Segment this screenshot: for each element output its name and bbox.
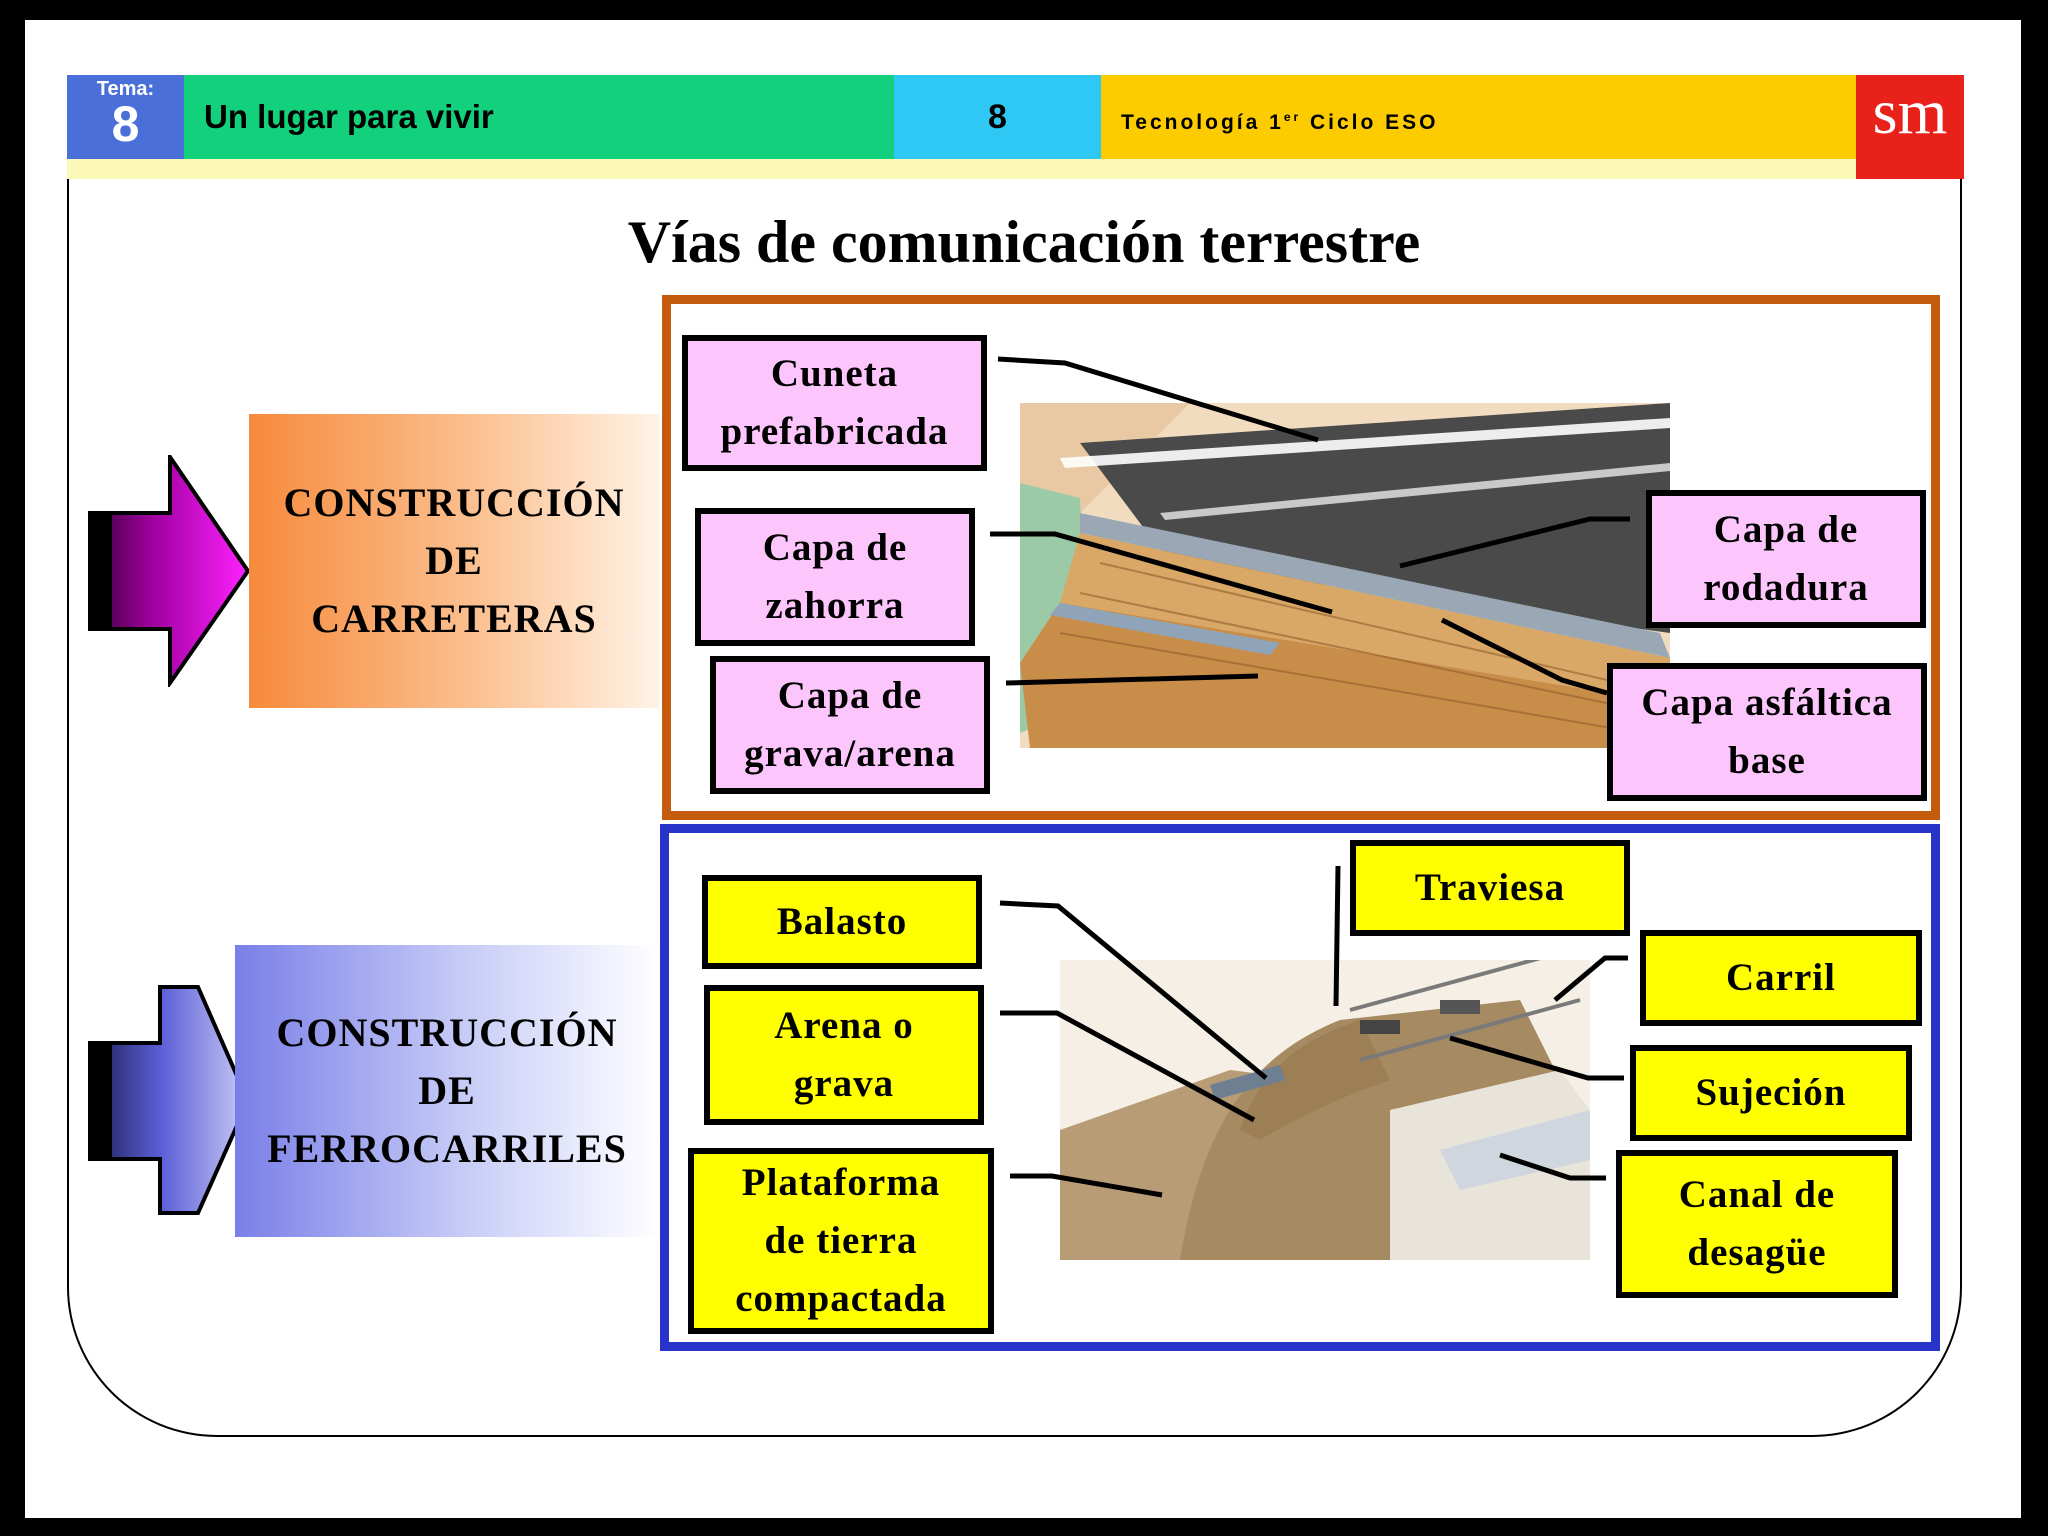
railways-arrow-icon — [88, 985, 251, 1215]
label-line: Capa de — [762, 526, 908, 569]
label-line: base — [1728, 739, 1806, 782]
label-line: Sujeción — [1695, 1071, 1847, 1114]
label-plataforma-tierra: Plataforma de tierra compactada — [688, 1148, 994, 1334]
label-line: Capa de — [1713, 508, 1859, 551]
page-number: 8 — [894, 75, 1101, 159]
label-arena-grava: Arena o grava — [704, 985, 984, 1125]
label-line: desagüe — [1687, 1231, 1827, 1274]
label-line: prefabricada — [720, 410, 949, 453]
label-capa-asfaltica-base: Capa asfáltica base — [1607, 663, 1927, 801]
course-suffix: Ciclo ESO — [1301, 111, 1439, 134]
course-name: Tecnología 1 — [1121, 111, 1284, 134]
railway-cross-section-illustration — [1060, 960, 1590, 1260]
label-line: grava — [793, 1062, 895, 1105]
roads-category-line: CONSTRUCCIÓN — [283, 480, 625, 525]
label-line: Cuneta — [770, 352, 899, 395]
label-capa-rodadura: Capa de rodadura — [1646, 490, 1926, 628]
publisher-logo: sm — [1856, 75, 1964, 179]
label-balasto: Balasto — [702, 875, 982, 969]
label-line: Plataforma — [741, 1161, 941, 1204]
header-strip — [67, 159, 1856, 179]
label-capa-zahorra: Capa de zahorra — [695, 508, 975, 646]
label-line: zahorra — [765, 584, 905, 627]
label-line: de tierra — [764, 1219, 918, 1262]
label-cuneta-prefabricada: Cuneta prefabricada — [682, 335, 987, 471]
label-line: rodadura — [1703, 566, 1869, 609]
label-traviesa: Traviesa — [1350, 840, 1630, 936]
label-canal-desague: Canal de desagüe — [1616, 1150, 1898, 1298]
course-title: Tecnología 1er Ciclo ESO — [1101, 75, 1856, 159]
roads-category-line: CARRETERAS — [311, 596, 597, 641]
railways-category-line: CONSTRUCCIÓN — [276, 1010, 618, 1055]
roads-arrow-icon — [88, 455, 251, 687]
label-capa-grava-arena: Capa de grava/arena — [710, 656, 990, 794]
label-line: Balasto — [776, 900, 908, 943]
label-sujecion: Sujeción — [1630, 1045, 1912, 1141]
page-title: Vías de comunicación terrestre — [627, 209, 1421, 275]
course-superscript: er — [1283, 110, 1302, 124]
label-line: Traviesa — [1414, 866, 1566, 909]
slide-frame — [67, 179, 1962, 1437]
railways-category: CONSTRUCCIÓN DE FERROCARRILES — [235, 945, 659, 1237]
topic-badge: Tema: 8 — [67, 75, 184, 159]
roads-category-line: DE — [425, 538, 483, 583]
label-line: grava/arena — [744, 732, 956, 775]
label-line: compactada — [735, 1277, 947, 1320]
topic-label: Tema: — [96, 78, 155, 100]
roads-category: CONSTRUCCIÓN DE CARRETERAS — [249, 414, 659, 708]
unit-title: Un lugar para vivir — [184, 75, 894, 159]
railways-category-line: DE — [418, 1068, 476, 1113]
label-line: Arena o — [774, 1004, 914, 1047]
label-carril: Carril — [1640, 930, 1922, 1026]
label-line: Canal de — [1678, 1173, 1836, 1216]
railways-category-line: FERROCARRILES — [267, 1126, 627, 1171]
topic-number: 8 — [111, 96, 140, 152]
label-line: Capa asfáltica — [1641, 681, 1893, 724]
label-line: Capa de — [777, 674, 923, 717]
label-line: Carril — [1726, 956, 1836, 999]
